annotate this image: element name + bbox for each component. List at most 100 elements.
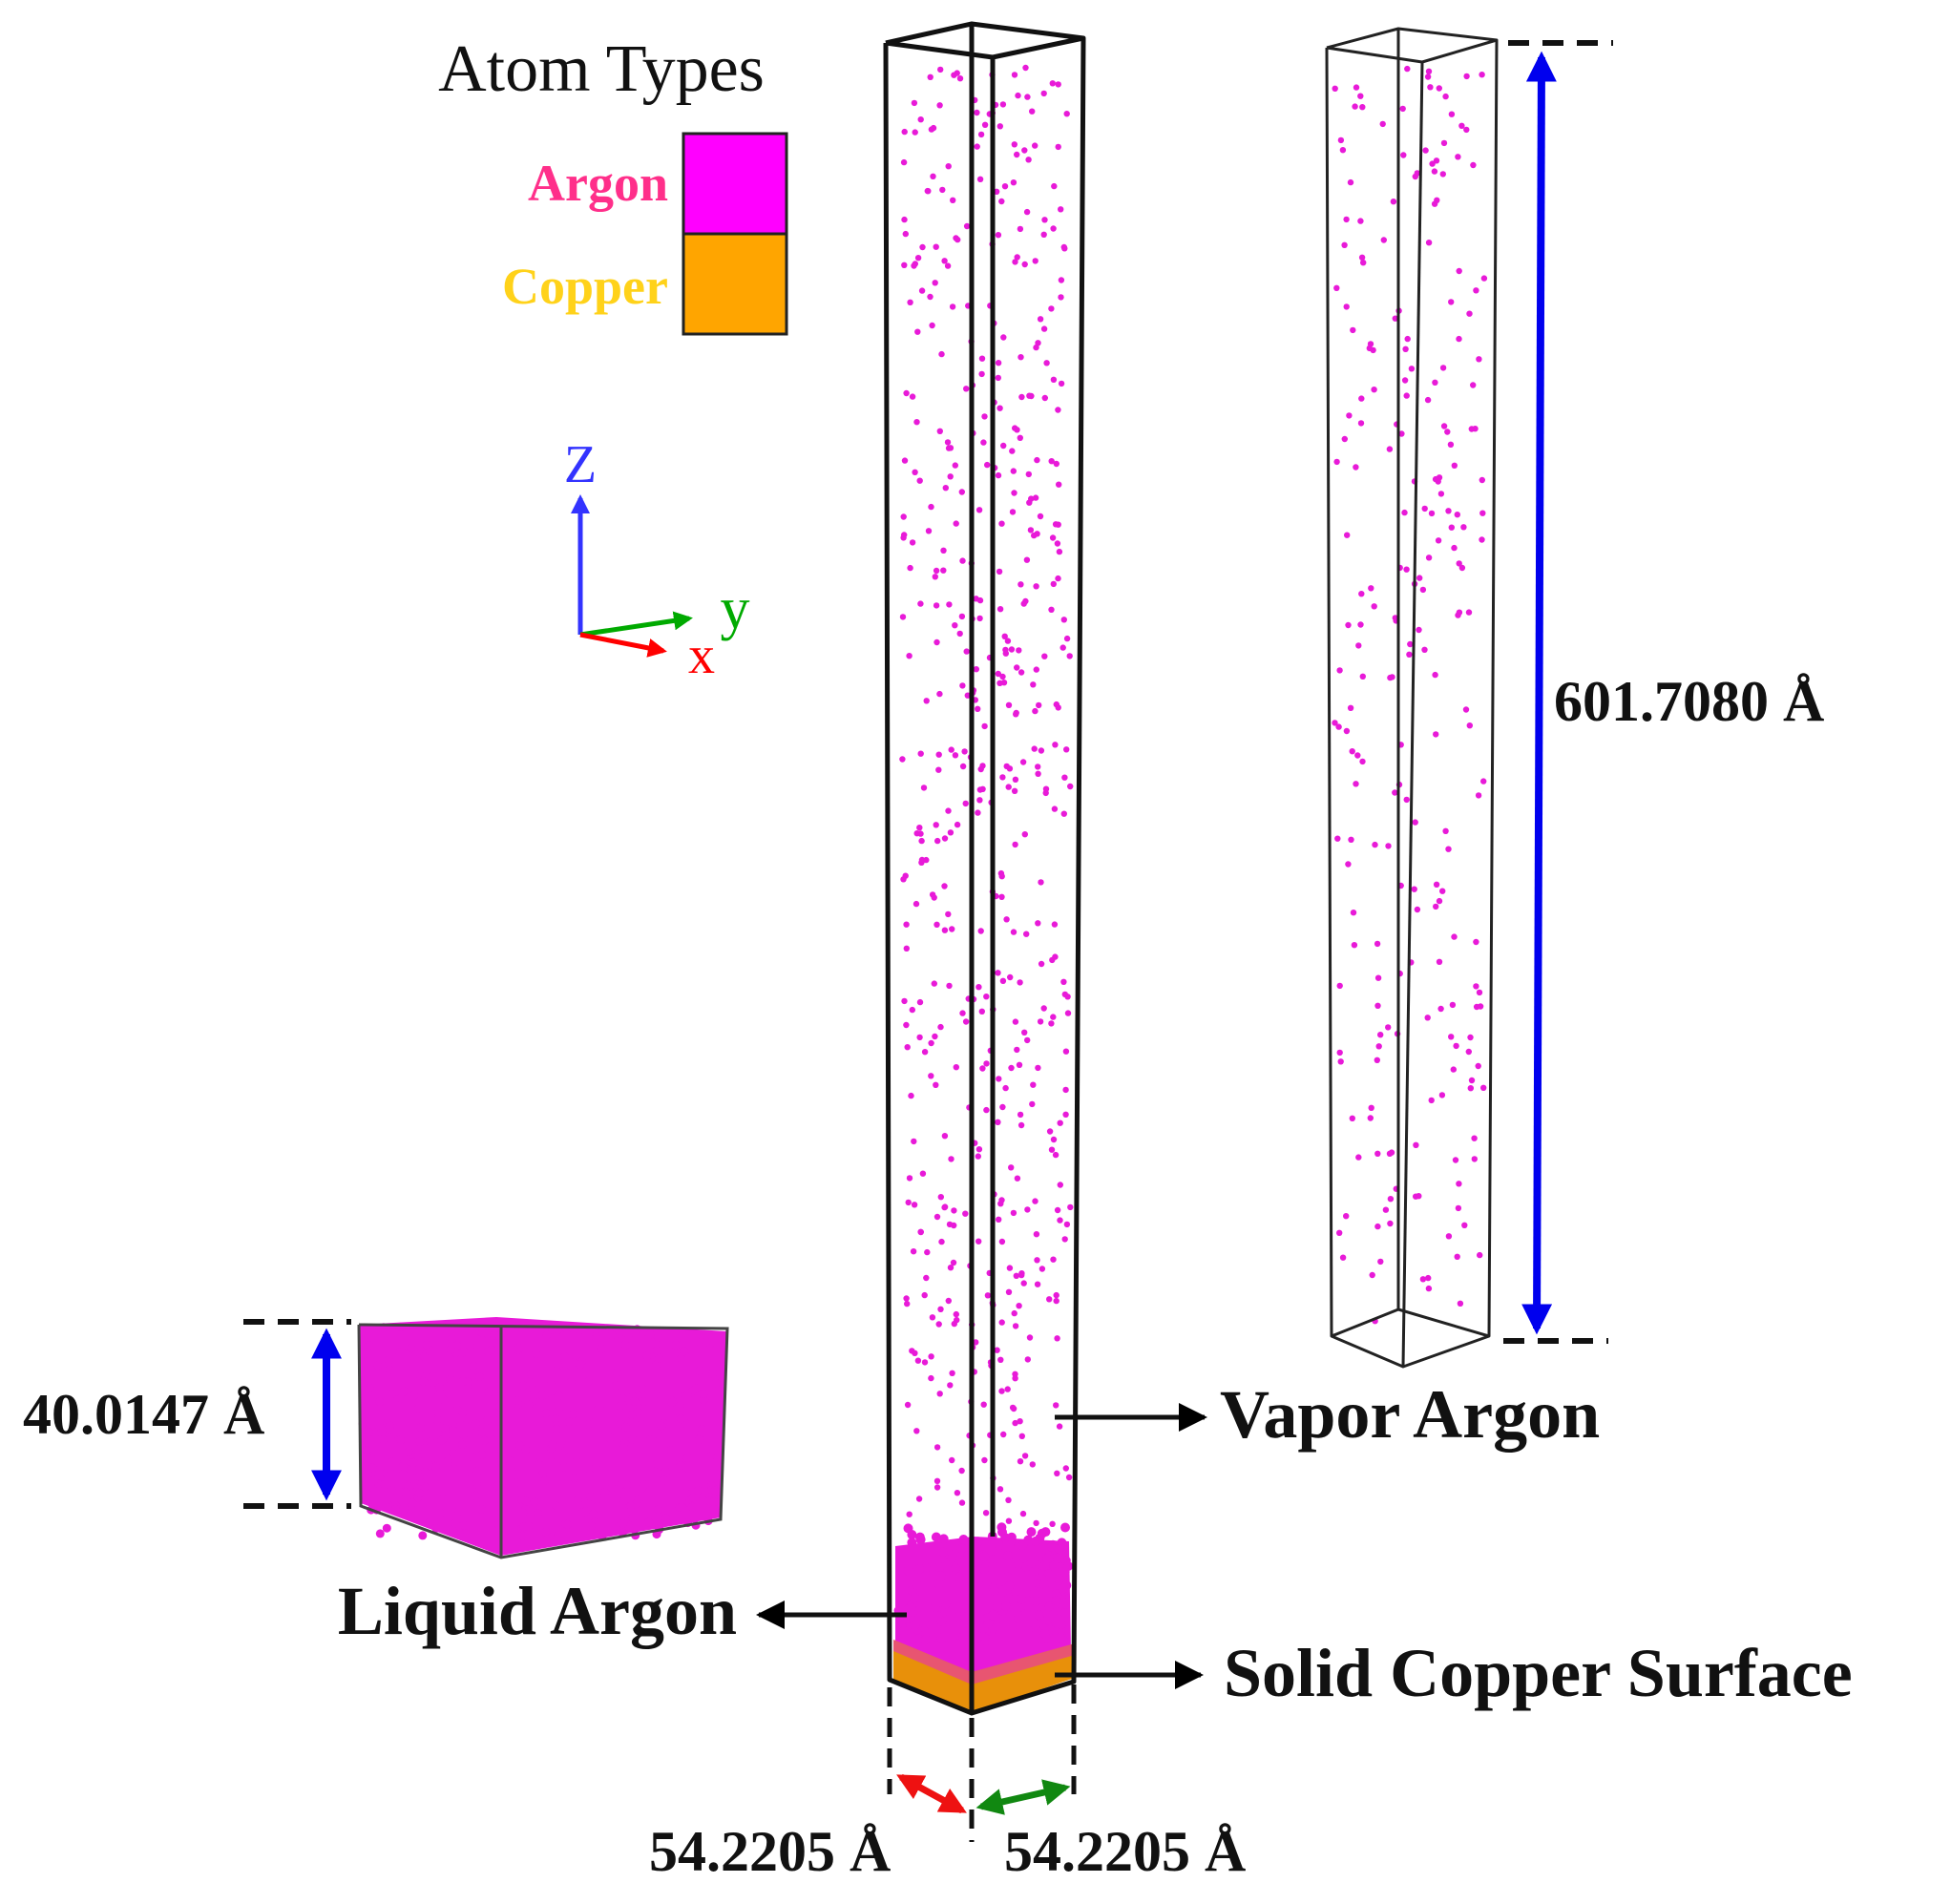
argon-liquid-atom (419, 1377, 429, 1387)
argon-vapor-atom (1024, 1036, 1031, 1044)
argon-liquid-atom (591, 1417, 600, 1426)
argon-liquid-atom (607, 1330, 617, 1340)
argon-liquid-atom (1042, 1554, 1053, 1564)
argon-liquid-atom (683, 1454, 692, 1463)
argon-vapor-atom (1033, 1519, 1039, 1527)
argon-vapor-atom (978, 1008, 986, 1015)
argon-vapor-atom (946, 982, 953, 990)
argon-liquid-atom (483, 1347, 493, 1356)
argon-vapor-atom (934, 638, 940, 646)
argon-vapor-atom (1035, 770, 1041, 777)
argon-liquid-atom (373, 1361, 383, 1370)
argon-vapor-atom (996, 1216, 1002, 1224)
base-width-dimensions: 54.2205 Å 54.2205 Å (649, 1684, 1246, 1883)
argon-vapor-atom (1038, 879, 1044, 886)
argon-vapor-atom (977, 131, 985, 138)
argon-vapor-atom (1021, 147, 1028, 154)
argon-liquid-atom (652, 1459, 661, 1469)
argon-vapor-atom (1468, 426, 1476, 432)
argon-vapor-atom (933, 567, 940, 575)
argon-vapor-atom (1460, 524, 1467, 531)
argon-vapor-atom (937, 1023, 944, 1031)
argon-vapor-atom (900, 876, 907, 883)
argon-vapor-atom (1012, 1375, 1018, 1382)
argon-vapor-atom (1050, 376, 1058, 383)
argon-vapor-atom (923, 856, 930, 864)
argon-vapor-atom (1480, 275, 1488, 282)
argon-liquid-atom (671, 1340, 681, 1350)
argon-liquid-atom (698, 1425, 706, 1434)
argon-liquid-atom (465, 1341, 474, 1350)
argon-vapor-atom (1379, 120, 1386, 128)
argon-liquid-atom (570, 1473, 578, 1482)
argon-liquid-atom (652, 1360, 661, 1370)
argon-liquid-atom (650, 1390, 660, 1399)
argon-vapor-atom (1012, 1323, 1019, 1329)
argon-vapor-atom (916, 1034, 923, 1041)
argon-liquid-atom (568, 1358, 577, 1368)
argon-vapor-atom (1351, 942, 1358, 949)
argon-vapor-atom (1453, 1042, 1459, 1050)
argon-vapor-atom (936, 690, 943, 698)
argon-vapor-atom (958, 1499, 966, 1506)
argon-liquid-atom (709, 1505, 719, 1515)
argon-vapor-atom (1050, 225, 1057, 232)
argon-vapor-atom (917, 116, 924, 123)
legend-swatch-argon (682, 132, 788, 236)
argon-vapor-atom (959, 1010, 966, 1016)
argon-vapor-atom (1040, 1005, 1047, 1012)
argon-liquid-atom (396, 1393, 406, 1403)
argon-vapor-atom (1022, 64, 1029, 72)
argon-vapor-atom (980, 1401, 987, 1408)
argon-liquid-atom (624, 1329, 634, 1339)
argon-liquid-atom (450, 1464, 459, 1474)
argon-liquid-atom (507, 1466, 516, 1475)
argon-vapor-atom (919, 1170, 927, 1177)
argon-vapor-atom (1017, 581, 1024, 588)
argon-vapor-atom (1466, 722, 1474, 729)
argon-vapor-atom (1008, 646, 1016, 653)
argon-liquid-atom (935, 1571, 946, 1581)
argon-vapor-atom (1374, 1002, 1381, 1010)
argon-liquid-atom (491, 1451, 499, 1460)
full-height-arrow (1521, 51, 1557, 1335)
legend: Atom Types Argon Copper (438, 32, 788, 336)
z-axis-label: Z (564, 435, 597, 494)
argon-liquid-atom (365, 1383, 374, 1392)
argon-vapor-atom (1003, 763, 1010, 770)
argon-vapor-atom (1025, 157, 1032, 163)
argon-liquid-atom (369, 1475, 379, 1485)
argon-vapor-atom (903, 1295, 910, 1302)
solid-label: Solid Copper Surface (1224, 1635, 1853, 1711)
argon-vapor-atom (1018, 1433, 1026, 1440)
argon-liquid-atom (675, 1401, 684, 1411)
argon-vapor-atom (1411, 886, 1417, 892)
argon-vapor-atom (1371, 603, 1377, 610)
argon-vapor-atom (1052, 1151, 1059, 1159)
argon-liquid-atom (460, 1475, 470, 1483)
argon-liquid-atom (593, 1501, 602, 1511)
argon-vapor-atom (996, 1076, 1002, 1082)
argon-vapor-atom (1002, 646, 1009, 654)
argon-liquid-atom (1051, 1596, 1061, 1606)
argon-vapor-atom (1425, 554, 1433, 561)
argon-liquid-atom (678, 1330, 687, 1340)
argon-vapor-atom (1471, 1156, 1479, 1162)
argon-liquid-atom (642, 1351, 652, 1361)
argon-vapor-atom (1439, 365, 1447, 371)
argon-vapor-atom (1421, 646, 1428, 653)
argon-liquid-atom (709, 1497, 719, 1507)
argon-vapor-atom (1360, 260, 1367, 266)
argon-vapor-atom (981, 1456, 988, 1464)
argon-vapor-atom (1465, 1048, 1473, 1056)
argon-vapor-atom (1456, 1181, 1462, 1187)
argon-vapor-atom (956, 75, 964, 82)
argon-vapor-atom (1359, 673, 1367, 680)
argon-vapor-atom (1053, 1297, 1059, 1305)
argon-vapor-atom (924, 187, 931, 195)
argon-vapor-atom (1012, 259, 1018, 265)
argon-vapor-atom (996, 1486, 1004, 1493)
argon-vapor-atom (1063, 1221, 1071, 1228)
argon-vapor-atom (955, 236, 961, 243)
argon-liquid-atom (556, 1437, 566, 1447)
